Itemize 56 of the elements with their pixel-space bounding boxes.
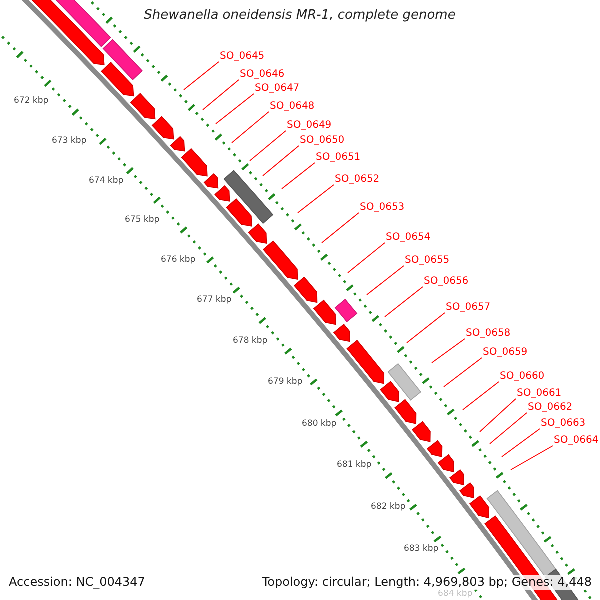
gene-label: SO_0649 xyxy=(287,120,332,132)
scale-label: 673 kbp xyxy=(52,136,87,146)
leader-line xyxy=(262,146,300,176)
scale-label: 684 kbp xyxy=(438,589,473,599)
leader-line xyxy=(502,428,540,458)
leader-line xyxy=(384,286,424,318)
gene-label: SO_0653 xyxy=(360,202,405,214)
leader-line xyxy=(366,266,404,296)
gene-label: SO_0654 xyxy=(386,232,431,244)
scale-label: 675 kbp xyxy=(125,215,160,225)
scale-label: 677 kbp xyxy=(197,295,232,305)
scale-label: 672 kbp xyxy=(14,96,49,106)
gene-label: SO_0663 xyxy=(541,418,586,430)
scale-label: 674 kbp xyxy=(89,176,124,186)
gene-label: SO_0658 xyxy=(466,328,511,340)
leader-line xyxy=(298,184,334,214)
leader-line xyxy=(322,212,360,244)
leader-line xyxy=(444,358,482,388)
gene-label: SO_0655 xyxy=(405,255,450,267)
gene-label: SO_0659 xyxy=(483,347,528,359)
gene-label: SO_0656 xyxy=(424,276,469,288)
gene-label: SO_0646 xyxy=(240,69,285,81)
scale-label: 676 kbp xyxy=(161,255,196,265)
scale-label: 679 kbp xyxy=(268,377,303,387)
gene-label: SO_0661 xyxy=(517,388,562,400)
leader-line xyxy=(510,446,554,470)
scale-label: 683 kbp xyxy=(404,544,439,554)
gene-label: SO_0651 xyxy=(316,152,361,164)
gene-label: SO_0647 xyxy=(255,83,300,95)
gene-label: SO_0650 xyxy=(300,135,345,147)
leader-line xyxy=(348,242,386,274)
leader-line xyxy=(202,80,240,110)
scale-label: 681 kbp xyxy=(337,460,372,470)
gene-label: SO_0652 xyxy=(335,174,380,186)
gene-label: SO_0648 xyxy=(270,101,315,113)
leader-line xyxy=(462,382,500,410)
leader-line xyxy=(480,398,516,432)
genome-info-text: Topology: circular; Length: 4,969,803 bp; Genes: 4,448 xyxy=(262,575,592,590)
scale-label: 680 kbp xyxy=(302,419,337,429)
gene-label: SO_0660 xyxy=(500,371,545,383)
scale-label: 678 kbp xyxy=(233,336,268,346)
gene-label: SO_0657 xyxy=(446,302,491,314)
gene-label: SO_0645 xyxy=(220,51,265,63)
gene-label: SO_0662 xyxy=(528,402,573,414)
accession-text: Accession: NC_004347 xyxy=(9,575,146,590)
leader-line xyxy=(432,338,466,364)
gene-label: SO_0664 xyxy=(554,435,599,447)
leader-line xyxy=(282,162,316,190)
leader-line xyxy=(250,130,286,162)
scale-label: 682 kbp xyxy=(371,502,406,512)
leader-line xyxy=(232,112,270,144)
leader-line xyxy=(490,412,528,444)
leader-line xyxy=(184,62,220,90)
leader-line xyxy=(406,312,446,344)
leader-line xyxy=(216,94,254,124)
title: Shewanella oneidensis MR-1, complete genome xyxy=(143,8,457,23)
